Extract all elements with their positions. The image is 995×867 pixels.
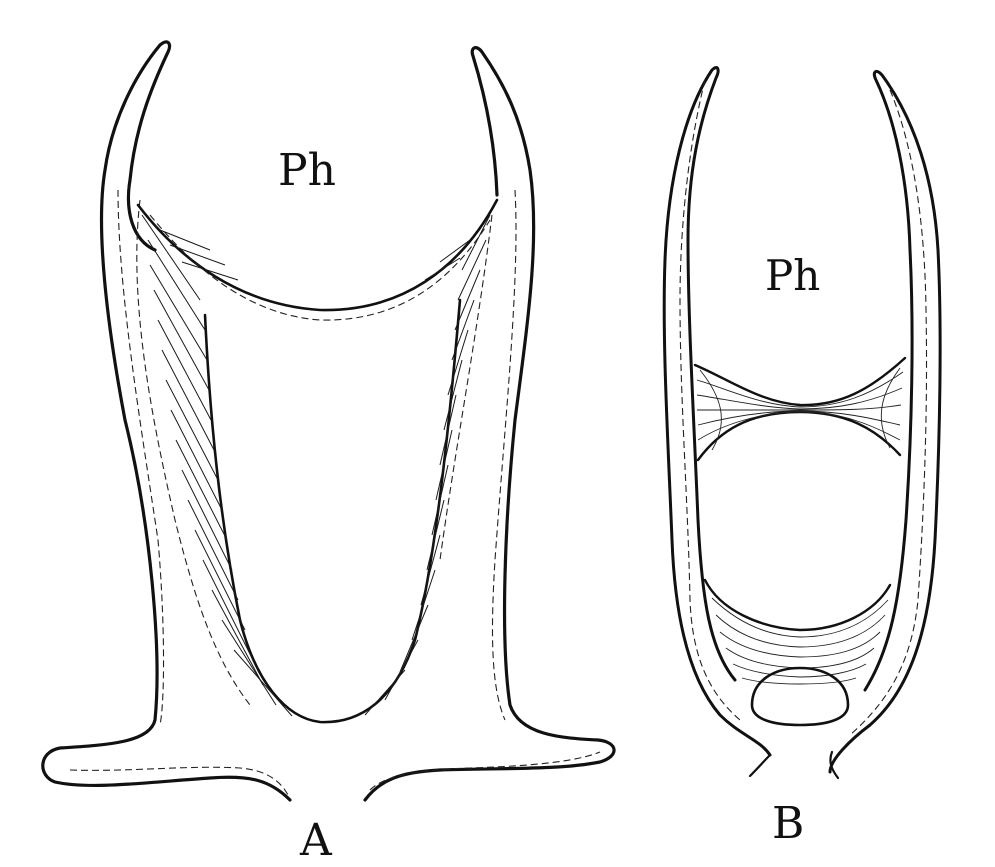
panel-a-right-inner-line-2 (439, 214, 493, 561)
panel-b-upper-septum-fibers (696, 367, 904, 451)
panel-a-right-outline (363, 46, 616, 802)
panel-b-left-inner-line (679, 79, 741, 721)
panel-a-right-flange-line (369, 751, 601, 791)
panel-b-lower-septum-fibers (711, 597, 889, 685)
panel-a-left-hatching (141, 214, 293, 717)
panel-a-cavity-rim (136, 198, 499, 312)
panel-a-cavity-label: Ph (278, 145, 336, 196)
panel-a-right-hatching (364, 214, 491, 716)
panel-a-left-inner-line (136, 199, 251, 706)
panel-b-caption: B (772, 798, 804, 849)
panel-b-upper-septum-top (693, 356, 907, 407)
panel-b-right-inner-line (849, 89, 928, 736)
panel-a-left-flange-line (69, 766, 289, 796)
panel-a-right-inner-line (491, 189, 517, 721)
panel-b-right-outline (828, 69, 942, 774)
panel-b-upper-septum-bottom (696, 410, 902, 462)
panel-a-left-inner-line-2 (117, 189, 165, 726)
panel-a: Ph A (41, 40, 616, 866)
panel-b: Ph B (662, 66, 942, 849)
panel-a-cavity-rim-dashed (149, 214, 491, 321)
panel-b-cavity-label: Ph (765, 251, 820, 300)
panel-b-stalk-left (748, 753, 772, 778)
panel-a-basin-outline (203, 298, 462, 724)
panel-b-basal-bulb (750, 666, 850, 727)
panel-a-outer-outline (41, 40, 292, 802)
panel-b-stalk-right (829, 750, 840, 780)
panel-a-caption: A (299, 815, 333, 866)
panel-b-left-outline (662, 66, 772, 757)
panel-b-lower-septum-top (703, 578, 892, 632)
